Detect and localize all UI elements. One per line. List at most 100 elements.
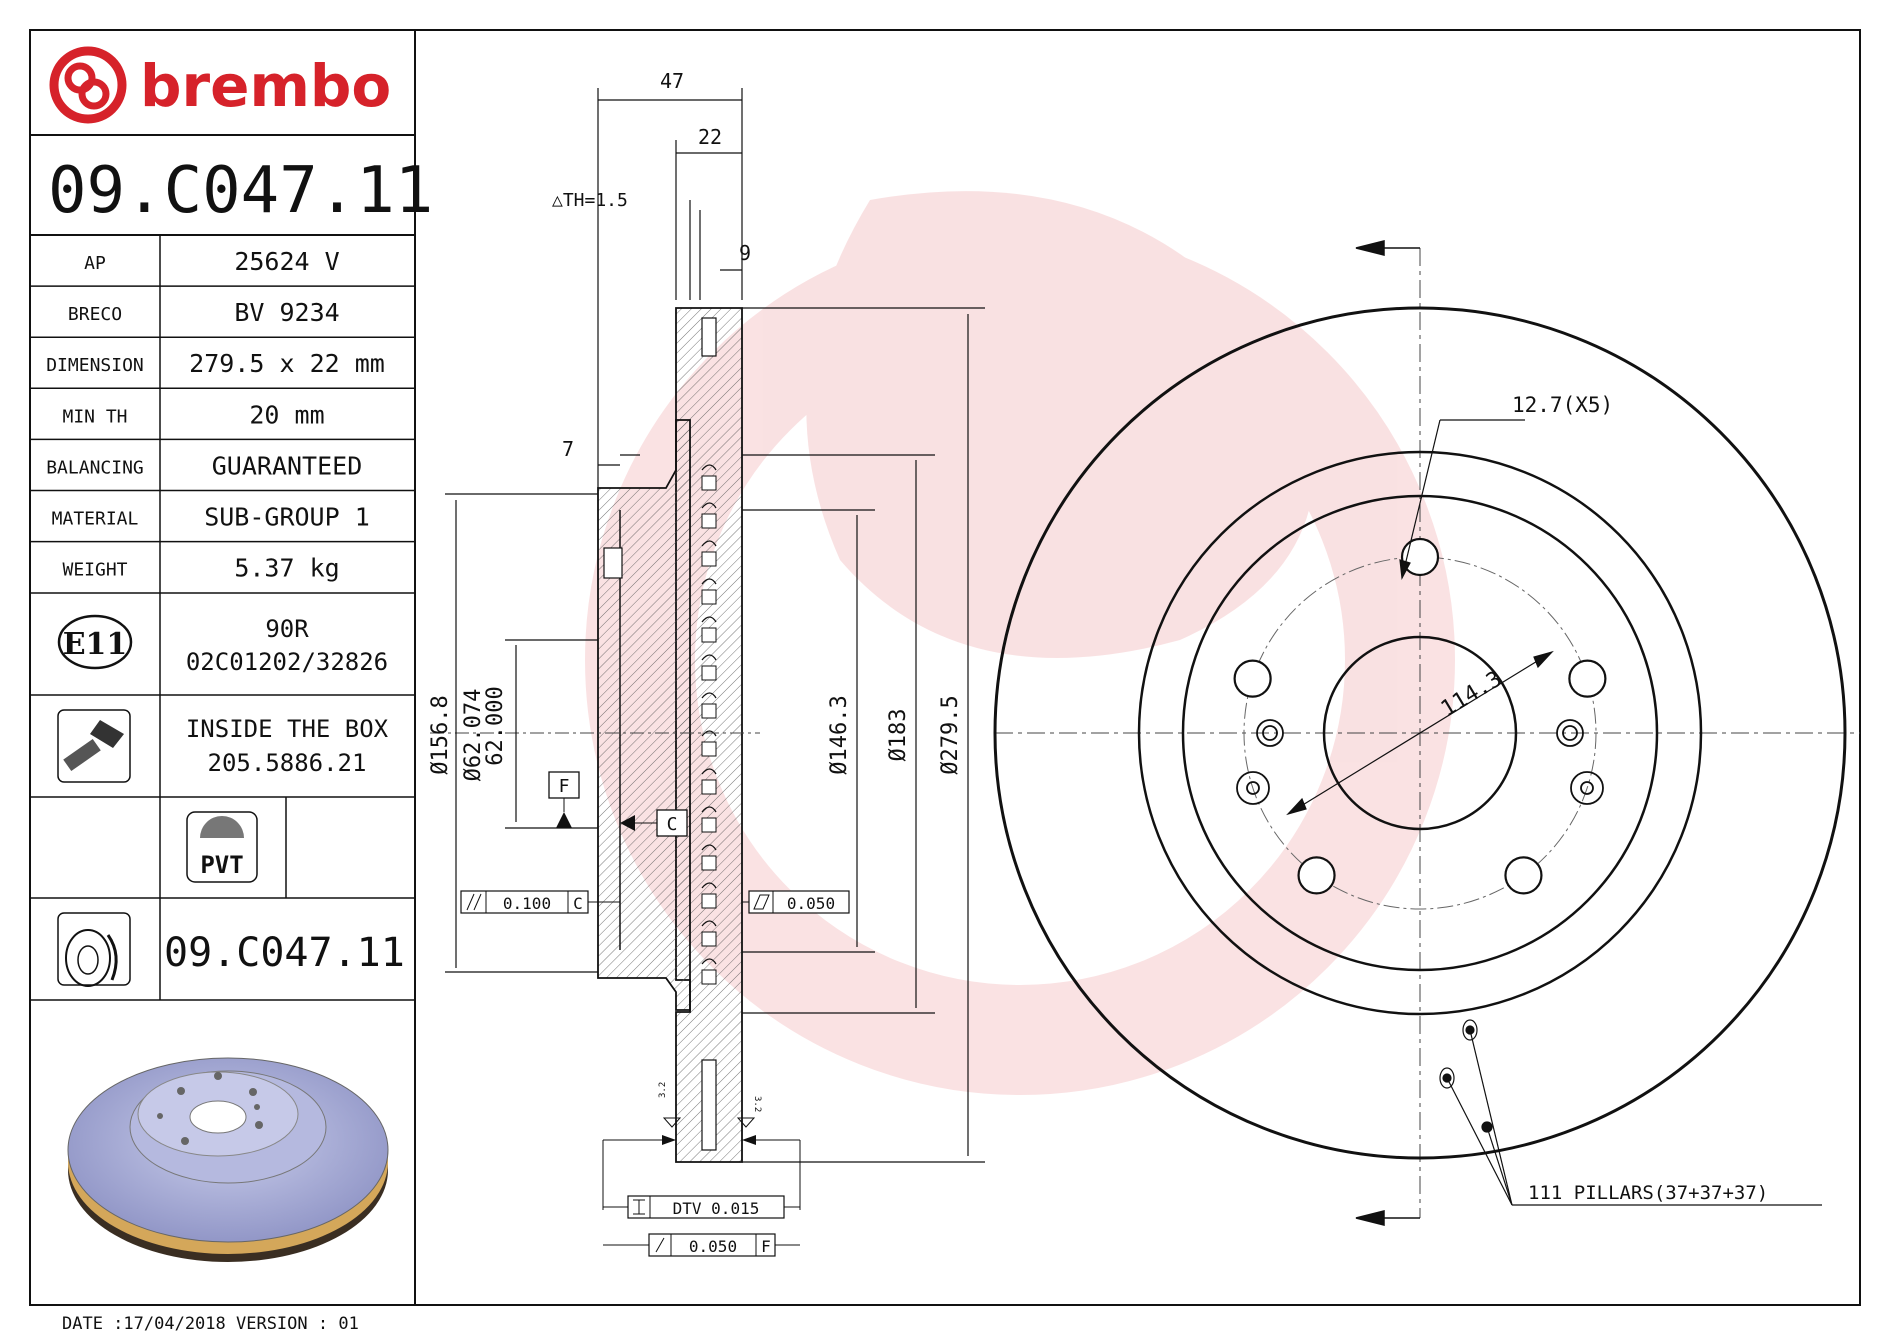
spec-value: 5.37 kg — [234, 554, 339, 583]
disc-3d-render — [67, 1057, 389, 1262]
spec-label: DIMENSION — [46, 355, 144, 376]
bolt-holes — [1233, 537, 1607, 895]
box-line1: INSIDE THE BOX — [186, 715, 389, 743]
vane-slot — [701, 958, 717, 965]
tol-runout-value: 0.050 — [689, 1237, 737, 1256]
dim-dia-62a: Ø62.074 — [461, 689, 486, 782]
dim-th: △TH=1.5 — [552, 190, 628, 211]
disc-section-profile — [597, 307, 743, 1163]
roughness-marks: 3.2 3.2 — [658, 1082, 762, 1128]
spec-value: SUB-GROUP 1 — [204, 503, 370, 532]
brand-name: brembo — [140, 52, 391, 120]
vane-gap — [701, 665, 717, 681]
vane-gap — [701, 817, 717, 833]
spec-label: BRECO — [68, 304, 122, 325]
vane-slot — [701, 654, 717, 661]
vane-slot — [701, 730, 717, 737]
dim-dia-146: Ø146.3 — [827, 695, 852, 774]
screw-icon — [57, 709, 131, 783]
spec-label: MATERIAL — [52, 509, 139, 530]
roughness-left: 3.2 — [658, 1082, 668, 1098]
vane-gap — [701, 741, 717, 757]
dim-7: 7 — [562, 437, 574, 461]
datum-f-label: F — [559, 776, 570, 797]
vane-slot — [701, 920, 717, 927]
vane-gap — [701, 551, 717, 567]
tol-parallel: 0.100 C — [460, 890, 620, 914]
tol-dtv-label: DTV 0.015 — [673, 1199, 760, 1218]
vane-slot — [701, 692, 717, 699]
vane-gap — [701, 703, 717, 719]
section-view: 47 22 △TH=1.5 9 7 Ø156.8 Ø62.074 62.000 … — [428, 69, 985, 1257]
datum-f: F — [548, 771, 580, 828]
pcd-dimension — [1286, 650, 1554, 816]
vane-gap — [701, 627, 717, 643]
dim-47: 47 — [660, 69, 684, 93]
dim-dia-183: Ø183 — [886, 709, 911, 762]
spec-value: GUARANTEED — [212, 451, 363, 480]
pcd-circle — [1243, 556, 1597, 910]
pvt-icon: PVT — [186, 811, 258, 883]
bolt-hole — [1297, 856, 1336, 895]
vane-slot — [701, 502, 717, 509]
vane-slot — [701, 768, 717, 775]
spec-label: WEIGHT — [62, 560, 127, 581]
vane-slot — [701, 464, 717, 471]
vane-gap — [701, 893, 717, 909]
vane-gap — [701, 589, 717, 605]
roughness-right: 3.2 — [752, 1096, 762, 1112]
cooling-vanes — [701, 464, 717, 985]
friction-ring-inner — [1137, 450, 1703, 1016]
section-arrows — [1355, 240, 1420, 1226]
vane-gap — [701, 475, 717, 491]
bolt-hole — [1504, 856, 1543, 895]
vane-gap — [701, 855, 717, 871]
pillars-label: 111 PILLARS(37+37+37) — [1528, 1182, 1768, 1204]
hole-dimension — [1399, 419, 1525, 580]
part-code: 09.C047.11 — [48, 154, 433, 228]
spec-value: BV 9234 — [234, 298, 339, 327]
top-dimensions — [445, 88, 985, 1163]
dim-dia-279: Ø279.5 — [938, 695, 963, 774]
homologation-line1: 90R — [265, 615, 309, 643]
small-holes — [1236, 719, 1604, 805]
sheet-frame — [29, 29, 1861, 1306]
disc-outer-edge — [993, 306, 1847, 1160]
homologation-line2: 02C01202/32826 — [186, 648, 388, 676]
datum-c: C — [620, 809, 688, 837]
spec-value: 20 mm — [249, 400, 324, 429]
hole-label: 12.7(X5) — [1512, 393, 1613, 417]
dim-dia-156: Ø156.8 — [428, 695, 453, 774]
tol-runout-ref: F — [761, 1237, 771, 1256]
spec-label: AP — [84, 253, 106, 274]
vane-gap — [701, 513, 717, 529]
vane-gap — [701, 931, 717, 947]
vane-gap — [701, 779, 717, 795]
spec-label: BALANCING — [46, 457, 144, 478]
vane-slot — [701, 806, 717, 813]
tol-runout: 0.050 F — [603, 1233, 800, 1257]
tol-parallel-value: 0.100 — [503, 894, 551, 913]
brembo-logo: brembo — [49, 46, 391, 124]
center-bore — [1322, 635, 1518, 831]
dim-22: 22 — [698, 125, 722, 149]
box-line2: 205.5886.21 — [208, 749, 367, 777]
spec-value: 25624 V — [234, 247, 339, 276]
vane-slot — [701, 844, 717, 851]
pillar-callout — [1439, 1019, 1822, 1206]
e11-mark: E11 — [57, 614, 133, 670]
title-block: brembo 09.C047.11 AP 25624 V BRECO BV 9234D… — [30, 46, 433, 1262]
datum-c-label: C — [667, 814, 678, 835]
spec-label: MIN TH — [62, 406, 127, 427]
dim-dia-62b: 62.000 — [483, 686, 508, 765]
vane-slot — [701, 578, 717, 585]
tol-parallel-ref: C — [573, 894, 583, 913]
hat-outer — [1181, 494, 1659, 972]
vane-slot — [701, 616, 717, 623]
tol-dtv: DTV 0.015 — [602, 1135, 801, 1219]
dim-9: 9 — [739, 241, 751, 265]
e11-label: E11 — [63, 627, 128, 662]
vane-slot — [701, 540, 717, 547]
